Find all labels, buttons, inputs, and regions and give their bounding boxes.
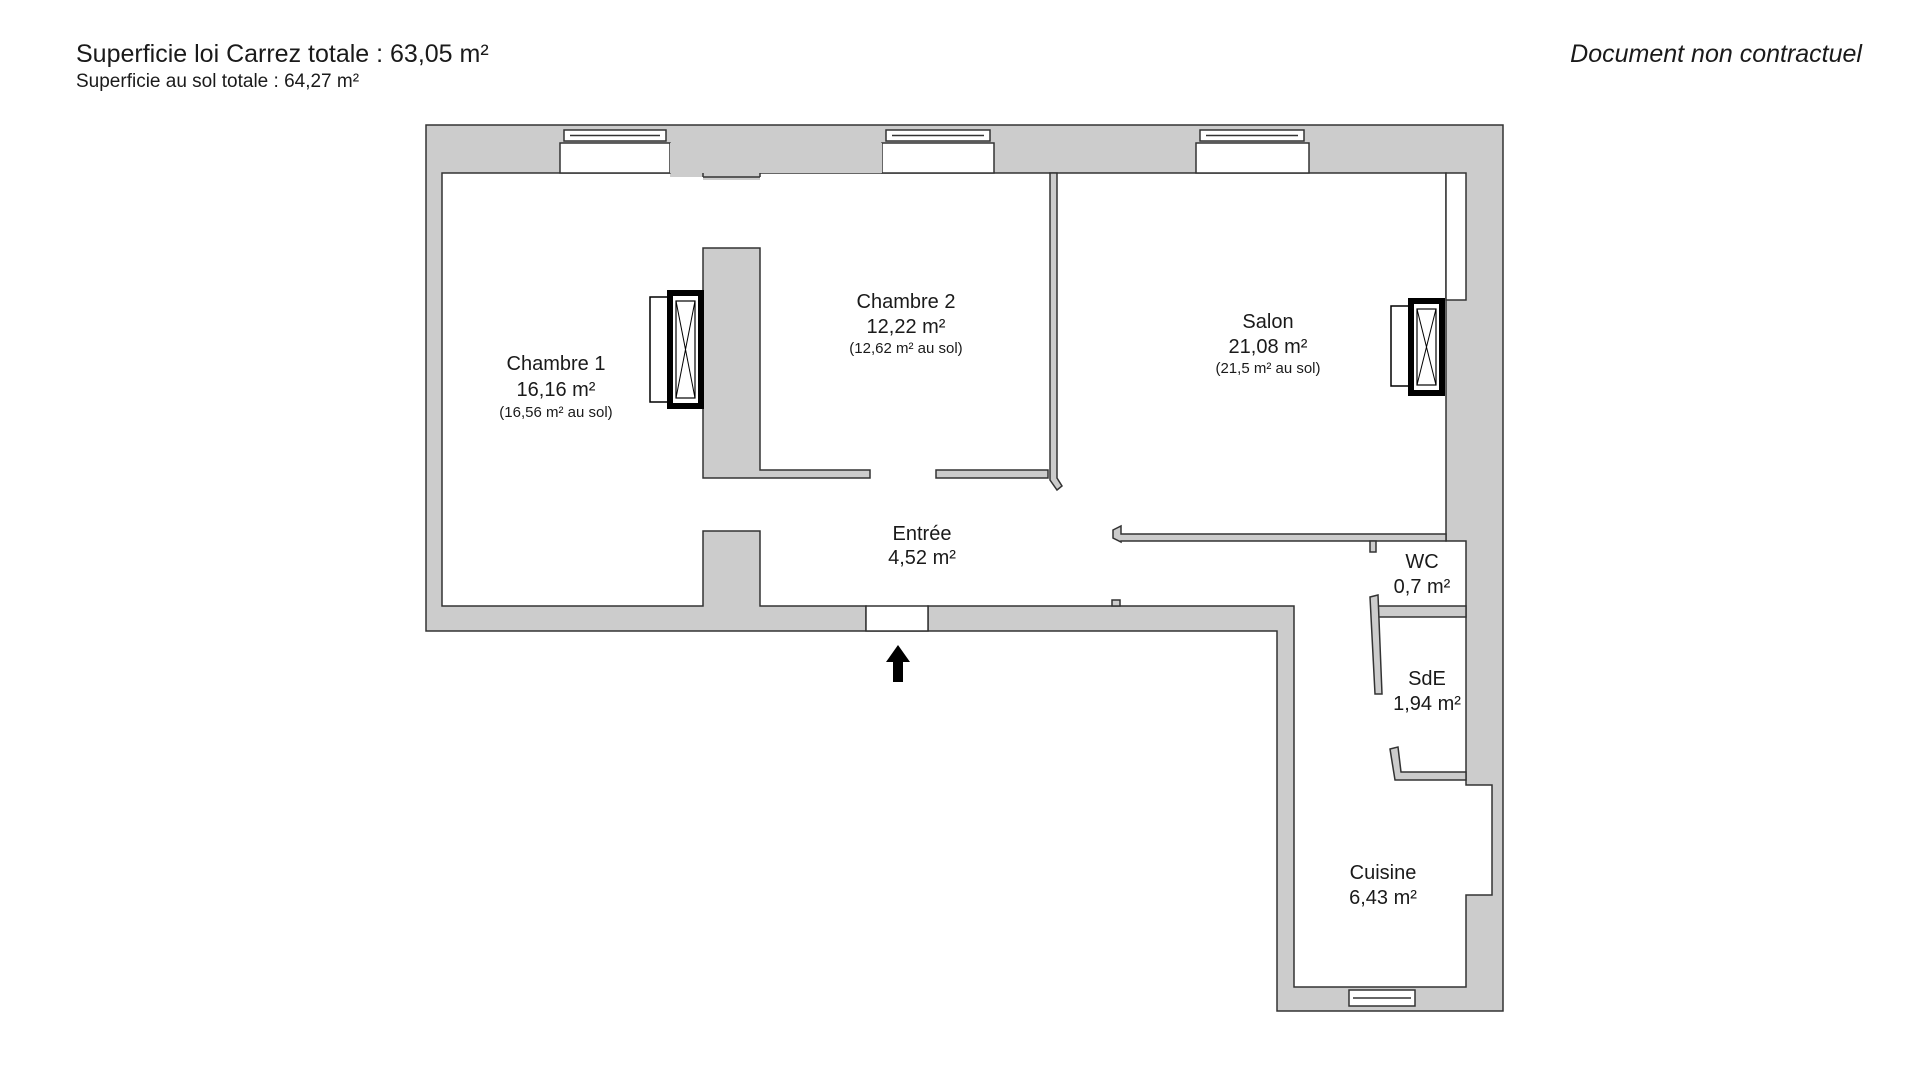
room-floor-area-chambre2: (12,62 m² au sol)	[849, 340, 962, 357]
window-recess-chambre1	[559, 142, 671, 174]
wall-chambre2-salon	[1049, 172, 1063, 492]
window-salon	[1199, 129, 1305, 142]
room-name-wc: WC	[1405, 551, 1438, 573]
wall-salon-hall	[1112, 524, 1447, 544]
wall-chambre2-hall	[935, 469, 1049, 479]
room-floor-area-salon: (21,5 m² au sol)	[1215, 360, 1320, 377]
wall-sde-cuisine	[1389, 746, 1467, 781]
disclaimer-text: Document non contractuel	[1570, 40, 1862, 68]
room-name-chambre2: Chambre 2	[857, 291, 956, 313]
room-area-wc: 0,7 m²	[1394, 576, 1451, 598]
room-area-sde: 1,94 m²	[1393, 693, 1461, 715]
plan-header: Superficie loi Carrez totale : 63,05 m² …	[76, 38, 489, 94]
room-floor-area-chambre1: (16,56 m² au sol)	[499, 404, 612, 421]
fireplace-chambre1	[649, 290, 704, 409]
room-area-chambre1: 16,16 m²	[517, 379, 596, 401]
window-chambre2	[885, 129, 991, 142]
total-carrez-area: Superficie loi Carrez totale : 63,05 m²	[76, 40, 489, 68]
room-area-chambre2: 12,22 m²	[867, 316, 946, 338]
entrance-arrow-icon	[886, 645, 910, 682]
room-area-cuisine: 6,43 m²	[1349, 887, 1417, 909]
room-name-entree: Entrée	[893, 523, 952, 545]
fireplace-salon	[1390, 298, 1445, 396]
entry-doorway	[865, 605, 929, 632]
room-name-sde: SdE	[1408, 668, 1446, 690]
total-floor-area: Superficie au sol totale : 64,27 m²	[76, 71, 360, 92]
salon-right-alcove	[1445, 172, 1467, 301]
room-area-salon: 21,08 m²	[1229, 336, 1308, 358]
wall-wc-sde	[1375, 605, 1467, 618]
room-area-entree: 4,52 m²	[888, 547, 956, 569]
window-recess-chambre2	[881, 142, 995, 174]
room-name-salon: Salon	[1242, 311, 1293, 333]
wall-between-windows	[670, 143, 882, 177]
wall-sde-door	[1369, 594, 1383, 695]
window-recess-salon	[1195, 142, 1310, 174]
window-chambre1	[563, 129, 667, 142]
wall-wc-top-stub	[1369, 540, 1377, 553]
outer-wall	[425, 124, 1504, 1012]
wall-entree-stub	[1111, 599, 1121, 607]
room-name-chambre1: Chambre 1	[507, 353, 606, 375]
window-cuisine	[1348, 989, 1416, 1007]
room-name-cuisine: Cuisine	[1350, 862, 1417, 884]
wall-chambre1-2	[702, 247, 871, 479]
